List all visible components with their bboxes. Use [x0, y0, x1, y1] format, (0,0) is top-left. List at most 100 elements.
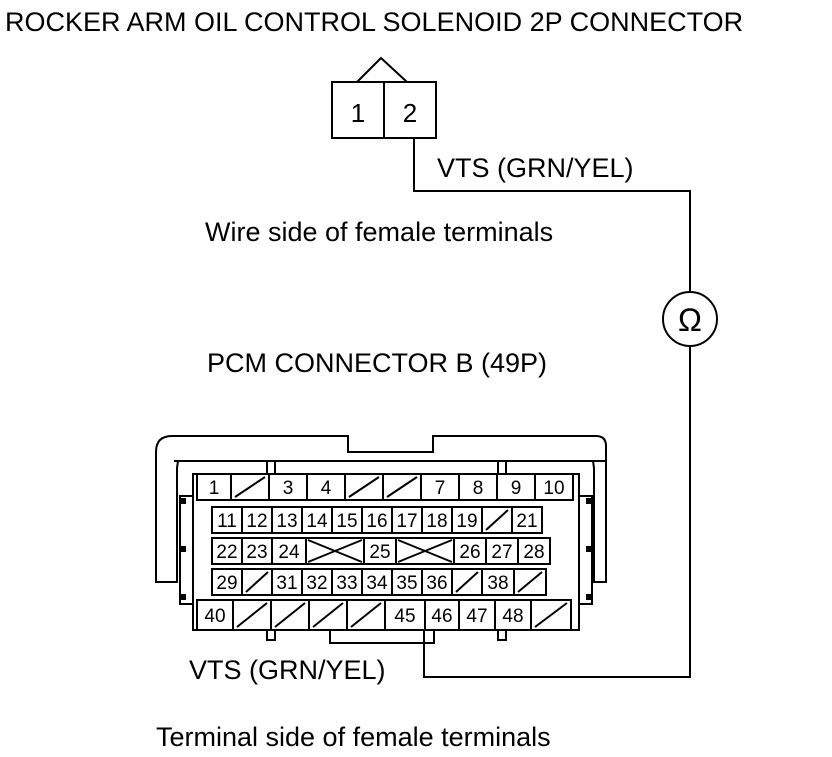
terminal-number-15: 15 [336, 511, 357, 532]
terminal-number-10: 10 [543, 478, 564, 499]
terminal-number-14: 14 [306, 511, 328, 532]
terminal-number-25: 25 [369, 542, 390, 563]
pcm-wire-label: VTS (GRN/YEL) [189, 655, 386, 685]
test-lead-upper [413, 138, 691, 292]
terminal-cell [211, 568, 243, 596]
terminal-number-40: 40 [204, 606, 225, 627]
terminal-cell [301, 506, 333, 534]
terminal-number-22: 22 [216, 542, 237, 563]
solenoid-wire-label: VTS (GRN/YEL) [437, 153, 634, 183]
terminal-number-26: 26 [459, 542, 480, 563]
pcm-guide-marks [180, 498, 592, 600]
unused-terminal-slash [485, 509, 509, 531]
pcm-connector-title: PCM CONNECTOR B (49P) [207, 348, 547, 378]
title: ROCKER ARM OIL CONTROL SOLENOID 2P CONNE… [5, 7, 743, 37]
terminal-number-45: 45 [394, 606, 415, 627]
terminal-number-3: 3 [283, 478, 294, 499]
terminal-cell [241, 537, 273, 565]
pcm-side-caption: Terminal side of female terminals [156, 722, 551, 752]
pcm-key-left [266, 460, 276, 475]
terminal-cell [361, 506, 393, 534]
terminal-cell [481, 568, 515, 596]
unused-terminal-slash [245, 571, 269, 593]
unused-terminal-slash [455, 571, 479, 593]
terminal-cell [496, 473, 536, 501]
unused-terminal-slash [517, 571, 543, 593]
terminal-number-28: 28 [523, 542, 544, 563]
terminal-number-33: 33 [336, 573, 357, 594]
terminal-number-23: 23 [246, 542, 267, 563]
test-lead-lower [423, 346, 691, 678]
terminal-number-12: 12 [246, 511, 267, 532]
terminal-number-32: 32 [306, 573, 327, 594]
connector-lock-tab [356, 56, 408, 83]
terminal-number-48: 48 [502, 606, 523, 627]
ohmmeter-icon [662, 291, 718, 347]
terminal-cell [271, 568, 303, 596]
terminal-cell [453, 537, 487, 565]
terminal-number-4: 4 [321, 478, 332, 499]
unused-terminal-slash [534, 602, 568, 628]
ohm-symbol: Ω [678, 302, 702, 338]
test-leads [413, 138, 691, 678]
pcm-guide-mark [586, 546, 592, 552]
unused-terminal-slash [236, 602, 268, 628]
solenoid-connector [331, 56, 437, 139]
terminal-cell [458, 599, 496, 631]
terminal-number-31: 31 [276, 573, 297, 594]
terminal-cell [421, 568, 453, 596]
terminal-cell [424, 599, 460, 631]
terminal-cell [306, 473, 346, 501]
terminal-cell [511, 506, 543, 534]
pcm-guide-mark [586, 498, 592, 504]
pcm-foot-left [266, 629, 276, 641]
terminal-cell [361, 568, 393, 596]
terminal-number-11: 11 [217, 511, 237, 532]
terminal-number-8: 8 [473, 478, 484, 499]
pcm-guide-mark [180, 594, 186, 600]
terminal-cell [331, 568, 363, 596]
solenoid-pin-1: 1 [351, 98, 365, 128]
pcm-guide-mark [586, 594, 592, 600]
terminal-number-36: 36 [426, 573, 447, 594]
terminal-number-46: 46 [431, 606, 452, 627]
terminal-number-16: 16 [366, 511, 387, 532]
terminal-cell [363, 537, 397, 565]
terminal-number-29: 29 [216, 573, 237, 594]
terminal-cell [534, 473, 574, 501]
terminal-cell [211, 506, 243, 534]
terminal-number-35: 35 [396, 573, 417, 594]
terminal-cell [271, 537, 307, 565]
unused-terminal-slash [350, 602, 382, 628]
pcm-guide-mark [180, 498, 186, 504]
terminal-number-38: 38 [487, 573, 508, 594]
pcm-bottom-latch [329, 629, 435, 644]
pcm-foot-right [497, 629, 507, 641]
unused-terminal-slash [274, 602, 306, 628]
terminal-number-27: 27 [491, 542, 512, 563]
terminal-number-13: 13 [276, 511, 297, 532]
terminal-cell [391, 506, 423, 534]
blocked-cavity-cross [307, 539, 363, 563]
terminal-number-47: 47 [466, 606, 487, 627]
terminal-number-1: 1 [209, 478, 220, 499]
terminal-number-7: 7 [435, 478, 446, 499]
terminal-cell [196, 599, 234, 631]
blocked-cavity-cross [397, 539, 453, 563]
terminal-number-18: 18 [426, 511, 447, 532]
unused-terminal-slash [312, 602, 344, 628]
pcm-key-right [497, 460, 507, 475]
terminal-number-19: 19 [456, 511, 477, 532]
terminal-number-17: 17 [396, 511, 417, 532]
solenoid-pin-2: 2 [403, 98, 417, 128]
unused-terminal-slash [234, 476, 266, 498]
unused-terminal-slash [386, 476, 418, 498]
terminal-number-24: 24 [278, 542, 300, 563]
terminal-cell [517, 537, 551, 565]
terminal-cell [421, 506, 453, 534]
terminal-cell [458, 473, 498, 501]
unused-terminal-slash [348, 476, 380, 498]
